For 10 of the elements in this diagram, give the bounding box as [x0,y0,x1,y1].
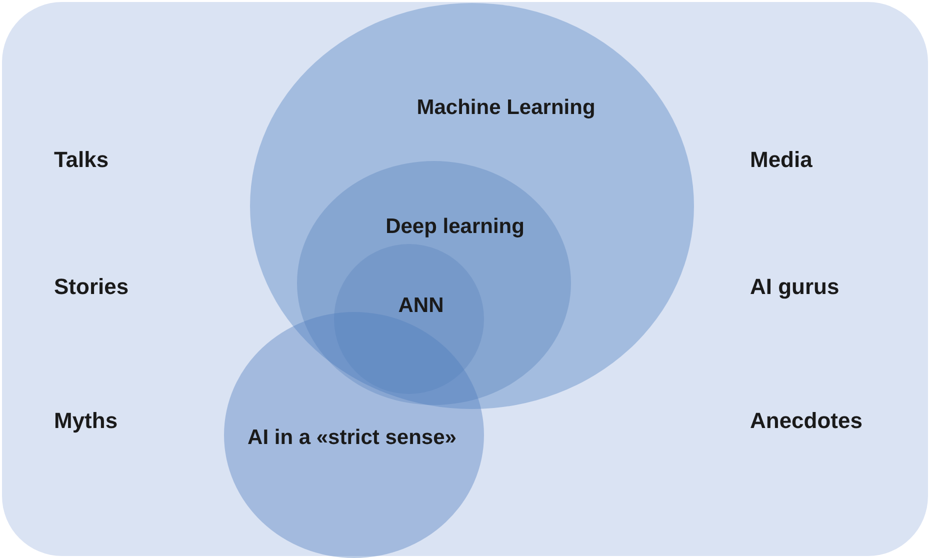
region-label: AI in a «strict sense» [248,426,456,450]
side-label: Myths [54,408,118,434]
region-label: Deep learning [386,215,524,239]
region-label: Machine Learning [416,96,596,120]
side-label: Stories [54,274,129,300]
region-label: ANN [398,294,444,318]
side-label: Anecdotes [750,408,862,434]
side-label: Talks [54,147,109,173]
side-label: AI gurus [750,274,840,300]
side-label: Media [750,147,812,173]
